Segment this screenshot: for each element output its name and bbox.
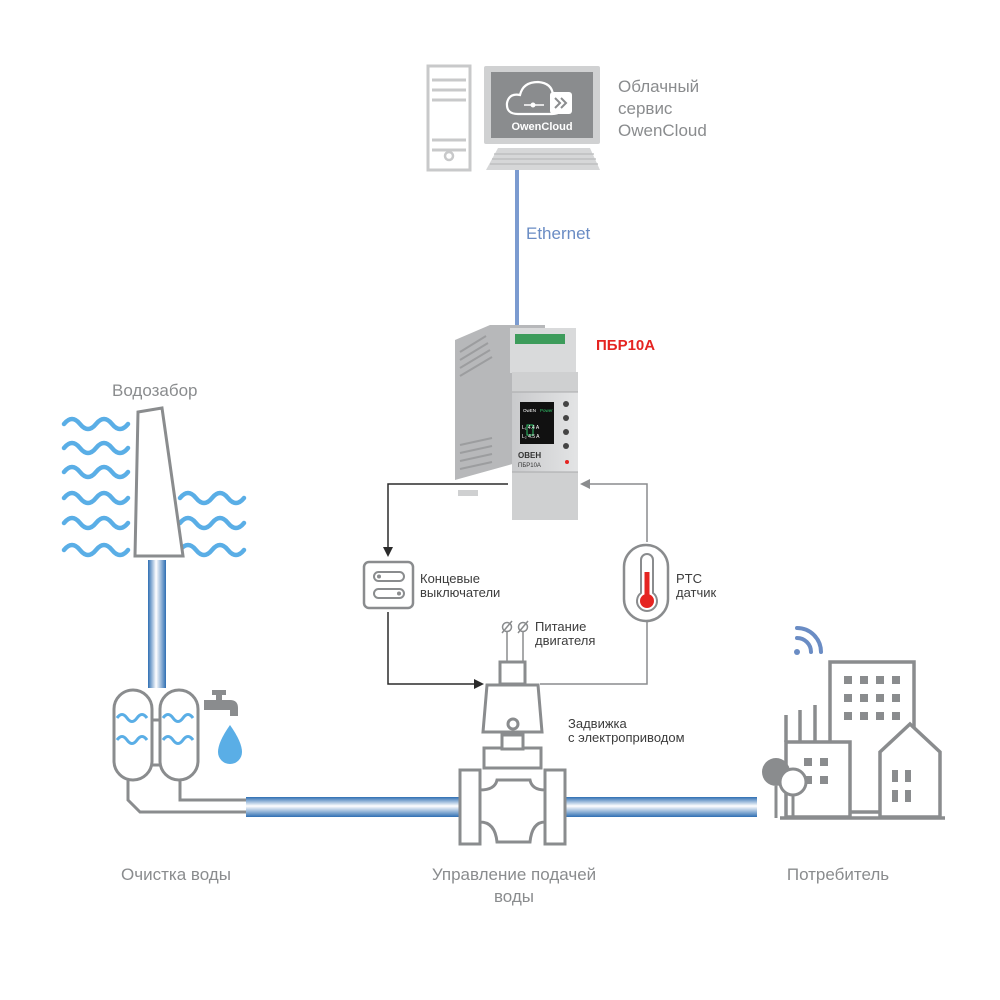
cloud-icon <box>505 80 572 116</box>
output-line-to-switches <box>383 483 508 557</box>
switches-line-to-actuator <box>387 612 484 689</box>
limit-switches-line-1: Концевые <box>420 571 480 586</box>
wifi-icon <box>794 626 823 655</box>
limit-switch-icon <box>362 560 415 610</box>
actuator-line-to-sensor <box>540 620 648 685</box>
water-supply-control-line-2: воды <box>493 887 535 906</box>
controller-model-text: ПБР10А <box>518 463 541 469</box>
water-drop-icon <box>218 725 242 764</box>
sensor-line-to-controller <box>580 479 648 542</box>
cloud-label-line-3: OwenCloud <box>618 121 707 140</box>
controller-logo: OBEH <box>518 451 541 460</box>
cloud-label-line-2: сервис <box>618 99 673 118</box>
ptc-sensor-line-1: PTC <box>676 571 702 586</box>
cloud-screen-text: OwenCloud <box>511 121 572 133</box>
faucet-icon <box>204 690 238 716</box>
motor-power-label: Питание двигателя <box>535 620 595 648</box>
valve-line-1: Задвижка <box>568 716 627 731</box>
motor-power-terminals-icon <box>501 620 529 662</box>
tree-icon <box>762 758 808 818</box>
cloud-label-line-1: Облачный <box>618 77 700 96</box>
water-supply-control-line-1: Управление подачей <box>431 865 597 884</box>
controller-screen-line-1: OwEN <box>523 408 536 413</box>
ethernet-label: Ethernet <box>526 224 591 243</box>
controller-screen-line-3: L₁ 4.4 A <box>522 425 540 431</box>
water-treatment-label: Очистка воды <box>121 865 231 884</box>
controller-icon <box>455 325 578 520</box>
ptc-sensor-line-2: датчик <box>676 585 717 600</box>
intake-pipe <box>148 560 166 688</box>
controller-screen-line-2: Power <box>540 408 553 413</box>
limit-switches-label: Концевые выключатели <box>420 572 500 600</box>
controller-screen-line-4: L₂ 4.5 A <box>522 434 540 440</box>
water-supply-control-label: Управление подачей воды <box>400 864 628 908</box>
ptc-sensor-label: PTC датчик <box>676 572 716 600</box>
building-windows <box>804 676 911 802</box>
motor-power-line-2: двигателя <box>535 633 596 648</box>
filter-tanks-icon <box>112 688 246 814</box>
cloud-service-label: Облачный сервис OwenCloud <box>618 76 758 142</box>
water-waves-icon <box>61 416 247 558</box>
intake-tower-icon <box>133 406 185 558</box>
valve-label: Задвижка с электроприводом <box>568 717 685 745</box>
device-name-label: ПБР10А <box>596 337 656 354</box>
consumer-label: Потребитель <box>786 865 890 884</box>
buildings-icon <box>780 660 945 820</box>
pipe-left <box>246 797 460 817</box>
intake-label: Водозабор <box>112 381 198 400</box>
thermometer-icon <box>622 543 670 623</box>
valve-actuator-icon <box>458 660 567 846</box>
limit-switches-line-2: выключатели <box>420 585 501 600</box>
valve-line-2: с электроприводом <box>568 730 685 745</box>
motor-power-line-1: Питание <box>535 619 587 634</box>
server-icon <box>426 64 472 172</box>
pipe-right <box>565 797 757 817</box>
